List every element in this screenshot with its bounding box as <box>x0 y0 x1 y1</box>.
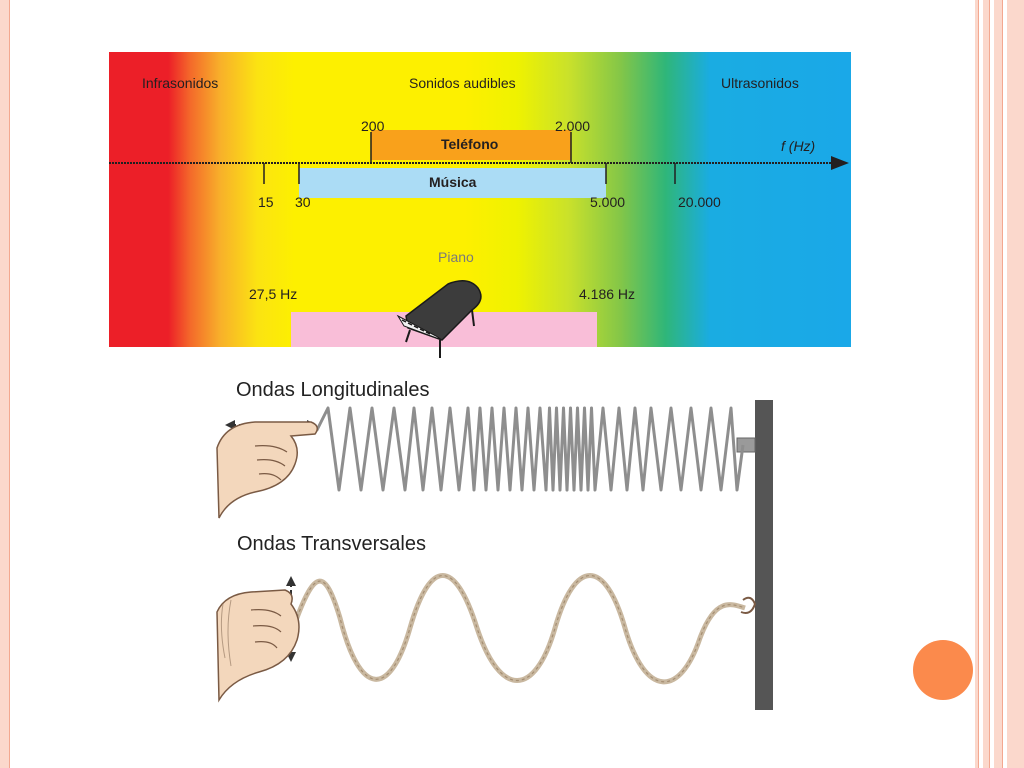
tick-label-30: 30 <box>295 194 311 210</box>
longitudinal-title: Ondas Longitudinales <box>236 379 430 401</box>
tick-label-5000: 5.000 <box>590 194 626 210</box>
piano-max-label: 4.186 Hz <box>579 286 636 302</box>
spring-mount <box>736 437 756 453</box>
waves-drawing <box>216 400 773 710</box>
right-decorative-stripes <box>975 0 1024 768</box>
waves-illustration: Ondas Longitudinales Ondas Transversales <box>215 368 785 713</box>
frequency-axis <box>109 132 849 184</box>
tick-label-15: 15 <box>258 194 274 210</box>
wall <box>755 400 773 710</box>
region-label-infrasonidos: Infrasonidos <box>142 75 219 91</box>
transversal-title: Ondas Transversales <box>237 533 426 555</box>
rope <box>292 573 746 685</box>
hand-icon-transversal <box>216 589 300 703</box>
musica-range-bar <box>299 168 606 198</box>
accent-circle <box>913 640 973 700</box>
region-label-ultrasonidos: Ultrasonidos <box>721 75 799 91</box>
musica-label: Música <box>429 174 477 190</box>
telefono-min-label: 200 <box>361 118 385 134</box>
piano-min-label: 27,5 Hz <box>249 286 298 302</box>
left-decorative-bar <box>0 0 10 768</box>
spring <box>311 406 745 492</box>
region-label-audibles: Sonidos audibles <box>409 75 516 91</box>
piano-icon <box>396 280 482 358</box>
telefono-range-bar <box>371 130 571 160</box>
telefono-label: Teléfono <box>441 136 499 152</box>
hand-icon-longitudinal <box>216 421 318 519</box>
piano-label: Piano <box>438 249 474 265</box>
axis-label: f (Hz) <box>781 138 816 154</box>
telefono-max-label: 2.000 <box>555 118 591 134</box>
tick-label-20000: 20.000 <box>678 194 721 210</box>
rope-knot <box>740 596 757 614</box>
